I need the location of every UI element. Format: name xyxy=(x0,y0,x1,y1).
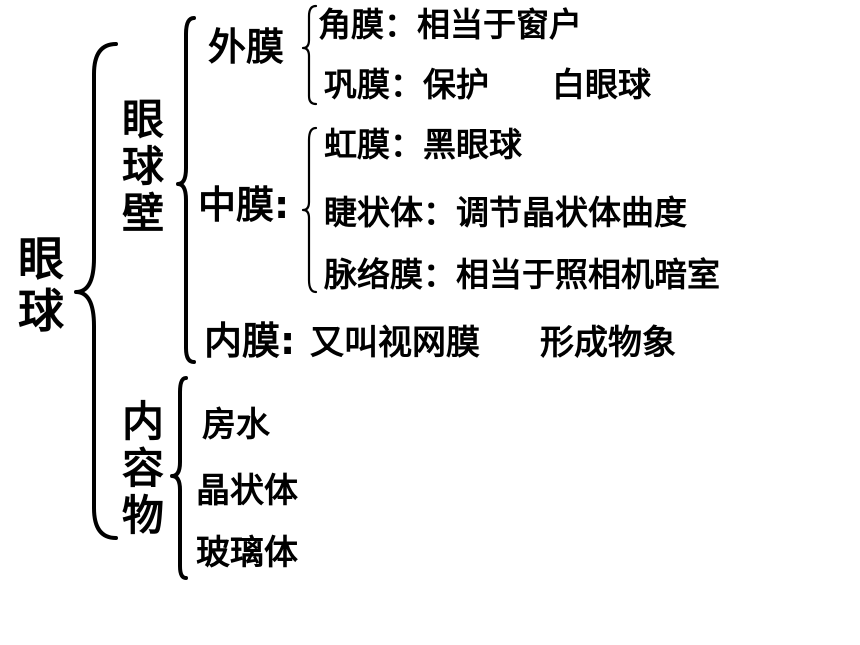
root-label: 眼球 xyxy=(18,232,64,338)
inner-membrane-retina: 又叫视网膜 xyxy=(310,323,480,363)
contents-item-aqueous-humor: 房水 xyxy=(202,405,270,445)
inner-membrane-label: 内膜: xyxy=(204,322,295,360)
inner-membrane-note: 形成物象 xyxy=(540,323,676,363)
middle-brace xyxy=(301,126,318,294)
wall-brace xyxy=(176,16,196,364)
middle-item-choroid: 脉络膜：相当于照相机暗室 xyxy=(324,255,720,294)
contents-item-lens: 晶状体 xyxy=(196,471,298,511)
inner-membrane-colon: : xyxy=(280,319,296,363)
contents-label: 内容物 xyxy=(122,397,165,541)
outer-item-cornea: 角膜：相当于窗户 xyxy=(318,5,582,44)
outer-brace xyxy=(301,4,318,106)
root-brace xyxy=(74,42,118,540)
contents-brace xyxy=(170,376,188,580)
outer-item-sclera: 巩膜：保护 xyxy=(324,65,489,104)
wall-label: 眼球壁 xyxy=(122,95,165,239)
middle-membrane-name: 中膜 xyxy=(198,183,275,227)
outer-item-sclera-note: 白眼球 xyxy=(552,65,651,104)
outer-membrane-label: 外膜 xyxy=(208,25,285,69)
middle-membrane-label: 中膜: xyxy=(198,186,289,224)
middle-item-ciliary-body: 睫状体：调节晶状体曲度 xyxy=(324,193,687,232)
inner-membrane-name: 内膜 xyxy=(204,319,281,363)
middle-membrane-colon: : xyxy=(274,183,290,227)
middle-item-iris: 虹膜：黑眼球 xyxy=(324,125,522,164)
contents-item-vitreous-body: 玻璃体 xyxy=(196,533,298,573)
